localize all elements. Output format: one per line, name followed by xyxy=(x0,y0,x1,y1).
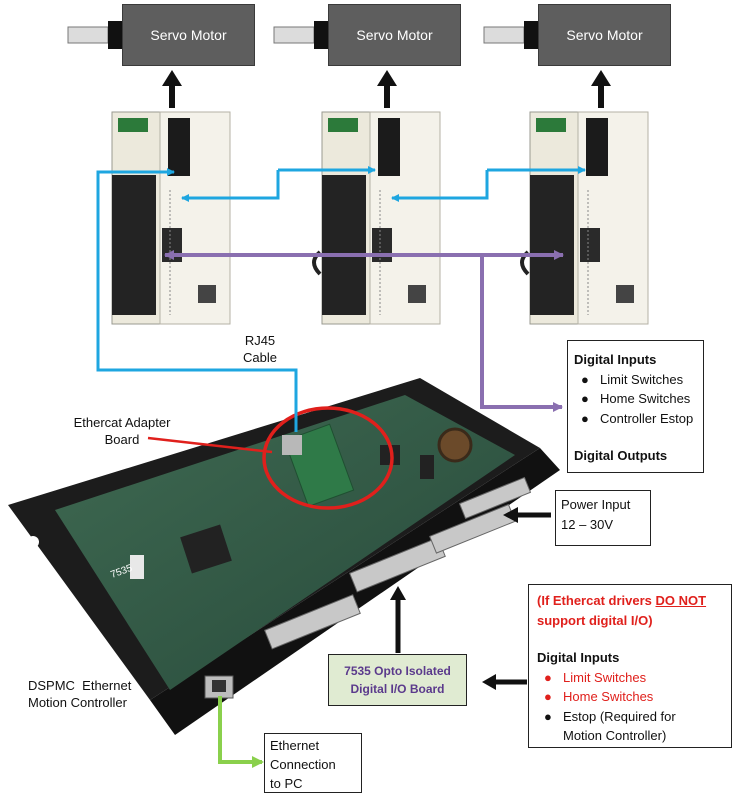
fallback-note-suffix: support digital I/O) xyxy=(537,612,653,628)
bullet-icon: ● xyxy=(544,708,552,724)
fallback-note-prefix: (If Ethercat drivers xyxy=(537,593,656,608)
servo-drive-1 xyxy=(111,111,231,325)
drive-io-input-3: Controller Estop xyxy=(600,410,694,426)
bullet-icon: ● xyxy=(581,391,589,406)
dspmc-label-line2: Motion Controller xyxy=(28,695,127,710)
list-item: ● Limit Switches xyxy=(537,668,723,688)
list-item: ● Home Switches xyxy=(574,389,697,409)
fallback-input-3: Estop (Required for xyxy=(563,708,676,724)
dspmc-controller: 7535 xyxy=(8,378,560,735)
servo-motor-3: Servo Motor xyxy=(538,4,671,66)
adapter-pointer-line xyxy=(147,436,273,454)
bullet-icon: ● xyxy=(581,371,589,387)
drive-io-input-2: Home Switches xyxy=(600,391,691,406)
list-item: ● Limit Switches xyxy=(574,370,697,390)
ethernet-pc-box: Ethernet Connection to PC xyxy=(264,733,362,793)
fallback-io-arrow xyxy=(482,674,527,690)
fallback-note-emphasis: DO NOT xyxy=(655,593,707,608)
power-input-line2: 12 – 30V xyxy=(561,517,614,532)
list-item: Motion Controller) xyxy=(537,726,723,746)
servo-motor-2: Servo Motor xyxy=(328,4,461,66)
servo-motor-1-label: Servo Motor xyxy=(150,27,227,43)
drive-io-inputs-list: ● Limit Switches ● Home Switches ● Controll… xyxy=(574,370,697,429)
rj45-label-line1: RJ45 xyxy=(244,333,276,348)
list-item: ● Estop (Required for xyxy=(537,707,723,727)
fallback-io-box: (If Ethercat drivers DO NOT support digi… xyxy=(528,584,732,748)
opto-board-line2: Digital I/O Board xyxy=(350,682,445,696)
ethernet-pc-line3: to PC xyxy=(270,776,303,791)
ethernet-pc-line2: Connection xyxy=(270,757,336,772)
fallback-input-2: Home Switches xyxy=(563,689,654,704)
bullet-icon: ● xyxy=(544,689,552,704)
fallback-note: (If Ethercat drivers DO NOT support digi… xyxy=(537,591,723,630)
servo-drive-2 xyxy=(312,111,441,325)
adapter-label-line2: Board xyxy=(104,432,140,447)
adapter-label-line1: Ethercat Adapter xyxy=(73,415,171,430)
dspmc-label-line1: DSPMC Ethernet xyxy=(28,678,132,693)
power-input-line1: Power Input xyxy=(561,497,631,512)
fallback-inputs-list: ● Limit Switches ● Home Switches ● Estop (R… xyxy=(537,668,723,746)
servo-motor-2-label: Servo Motor xyxy=(356,27,433,43)
servo-motor-1: Servo Motor xyxy=(122,4,255,66)
opto-board-arrow xyxy=(390,586,406,653)
power-input-box: Power Input 12 – 30V xyxy=(555,490,651,546)
drive-io-bus xyxy=(164,250,564,412)
ethernet-pc-line1: Ethernet xyxy=(270,738,320,753)
ethercat-adapter-label: Ethercat Adapter Board xyxy=(60,414,184,448)
fallback-input-1: Limit Switches xyxy=(563,669,647,685)
adapter-highlight-circle xyxy=(262,406,394,510)
motor-shafts xyxy=(67,21,538,49)
ethernet-link xyxy=(218,696,264,768)
ethercat-cable-chain xyxy=(96,166,586,432)
fallback-inputs-title: Digital Inputs xyxy=(537,650,620,665)
opto-io-board-box: 7535 Opto Isolated Digital I/O Board xyxy=(328,654,467,706)
drive-io-outputs-title: Digital Outputs xyxy=(574,448,668,463)
servo-drive-3 xyxy=(520,111,649,325)
fallback-input-3-cont: Motion Controller) xyxy=(563,728,667,743)
rj45-cable-label: RJ45 Cable xyxy=(236,332,284,366)
dspmc-label: DSPMC Ethernet Motion Controller xyxy=(28,677,131,711)
drive-to-motor-arrows xyxy=(162,70,611,108)
power-arrow xyxy=(503,507,551,523)
opto-board-line1: 7535 Opto Isolated xyxy=(344,664,451,678)
rj45-label-line2: Cable xyxy=(243,350,277,365)
bullet-icon: ● xyxy=(544,669,552,685)
drive-io-inputs-title: Digital Inputs xyxy=(574,352,657,367)
list-item: ● Controller Estop xyxy=(574,409,697,429)
servo-motor-3-label: Servo Motor xyxy=(566,27,643,43)
bullet-icon: ● xyxy=(581,410,589,426)
list-item: ● Home Switches xyxy=(537,687,723,707)
drive-io-box: Digital Inputs ● Limit Switches ● Home Swi… xyxy=(567,340,704,473)
drive-io-input-1: Limit Switches xyxy=(600,371,684,387)
